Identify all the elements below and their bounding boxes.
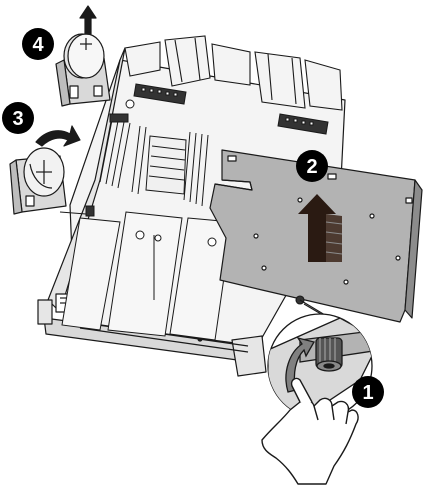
cpu-heatsink: [145, 135, 187, 195]
step-number-1: 1: [362, 382, 373, 404]
lift-arrow-icon: [79, 5, 97, 35]
curved-arrow-icon: [285, 336, 315, 393]
left-dimm-latch: [109, 113, 129, 123]
hand-icon: [261, 377, 359, 485]
step-number-4: 4: [32, 34, 44, 56]
battery-rotate-detail: [9, 125, 81, 215]
riser-cage-left: [61, 217, 121, 331]
board-components: [59, 99, 233, 341]
step-number-2: 2: [306, 156, 317, 178]
up-arrow-icon: [298, 194, 343, 262]
tray-right-flange: [404, 179, 423, 319]
coin-battery-rotating-icon: [23, 147, 65, 197]
step-badge-4: 4: [22, 28, 54, 60]
riser-cage-center: [107, 211, 183, 337]
rear-brackets: [124, 35, 343, 111]
chassis-front-ear: [231, 335, 267, 377]
step-badge-2: 2: [296, 150, 328, 182]
rear-connectors: [133, 83, 329, 135]
coin-battery-icon: [63, 33, 105, 79]
step-badge-1: 1: [352, 376, 384, 408]
connector-left: [133, 83, 187, 105]
step-badge-3: 3: [2, 102, 34, 134]
rotate-arrow-icon: [35, 125, 81, 147]
battery-removed-detail: [55, 5, 111, 107]
step-number-3: 3: [12, 108, 23, 130]
chassis-left-ear: [37, 299, 53, 325]
